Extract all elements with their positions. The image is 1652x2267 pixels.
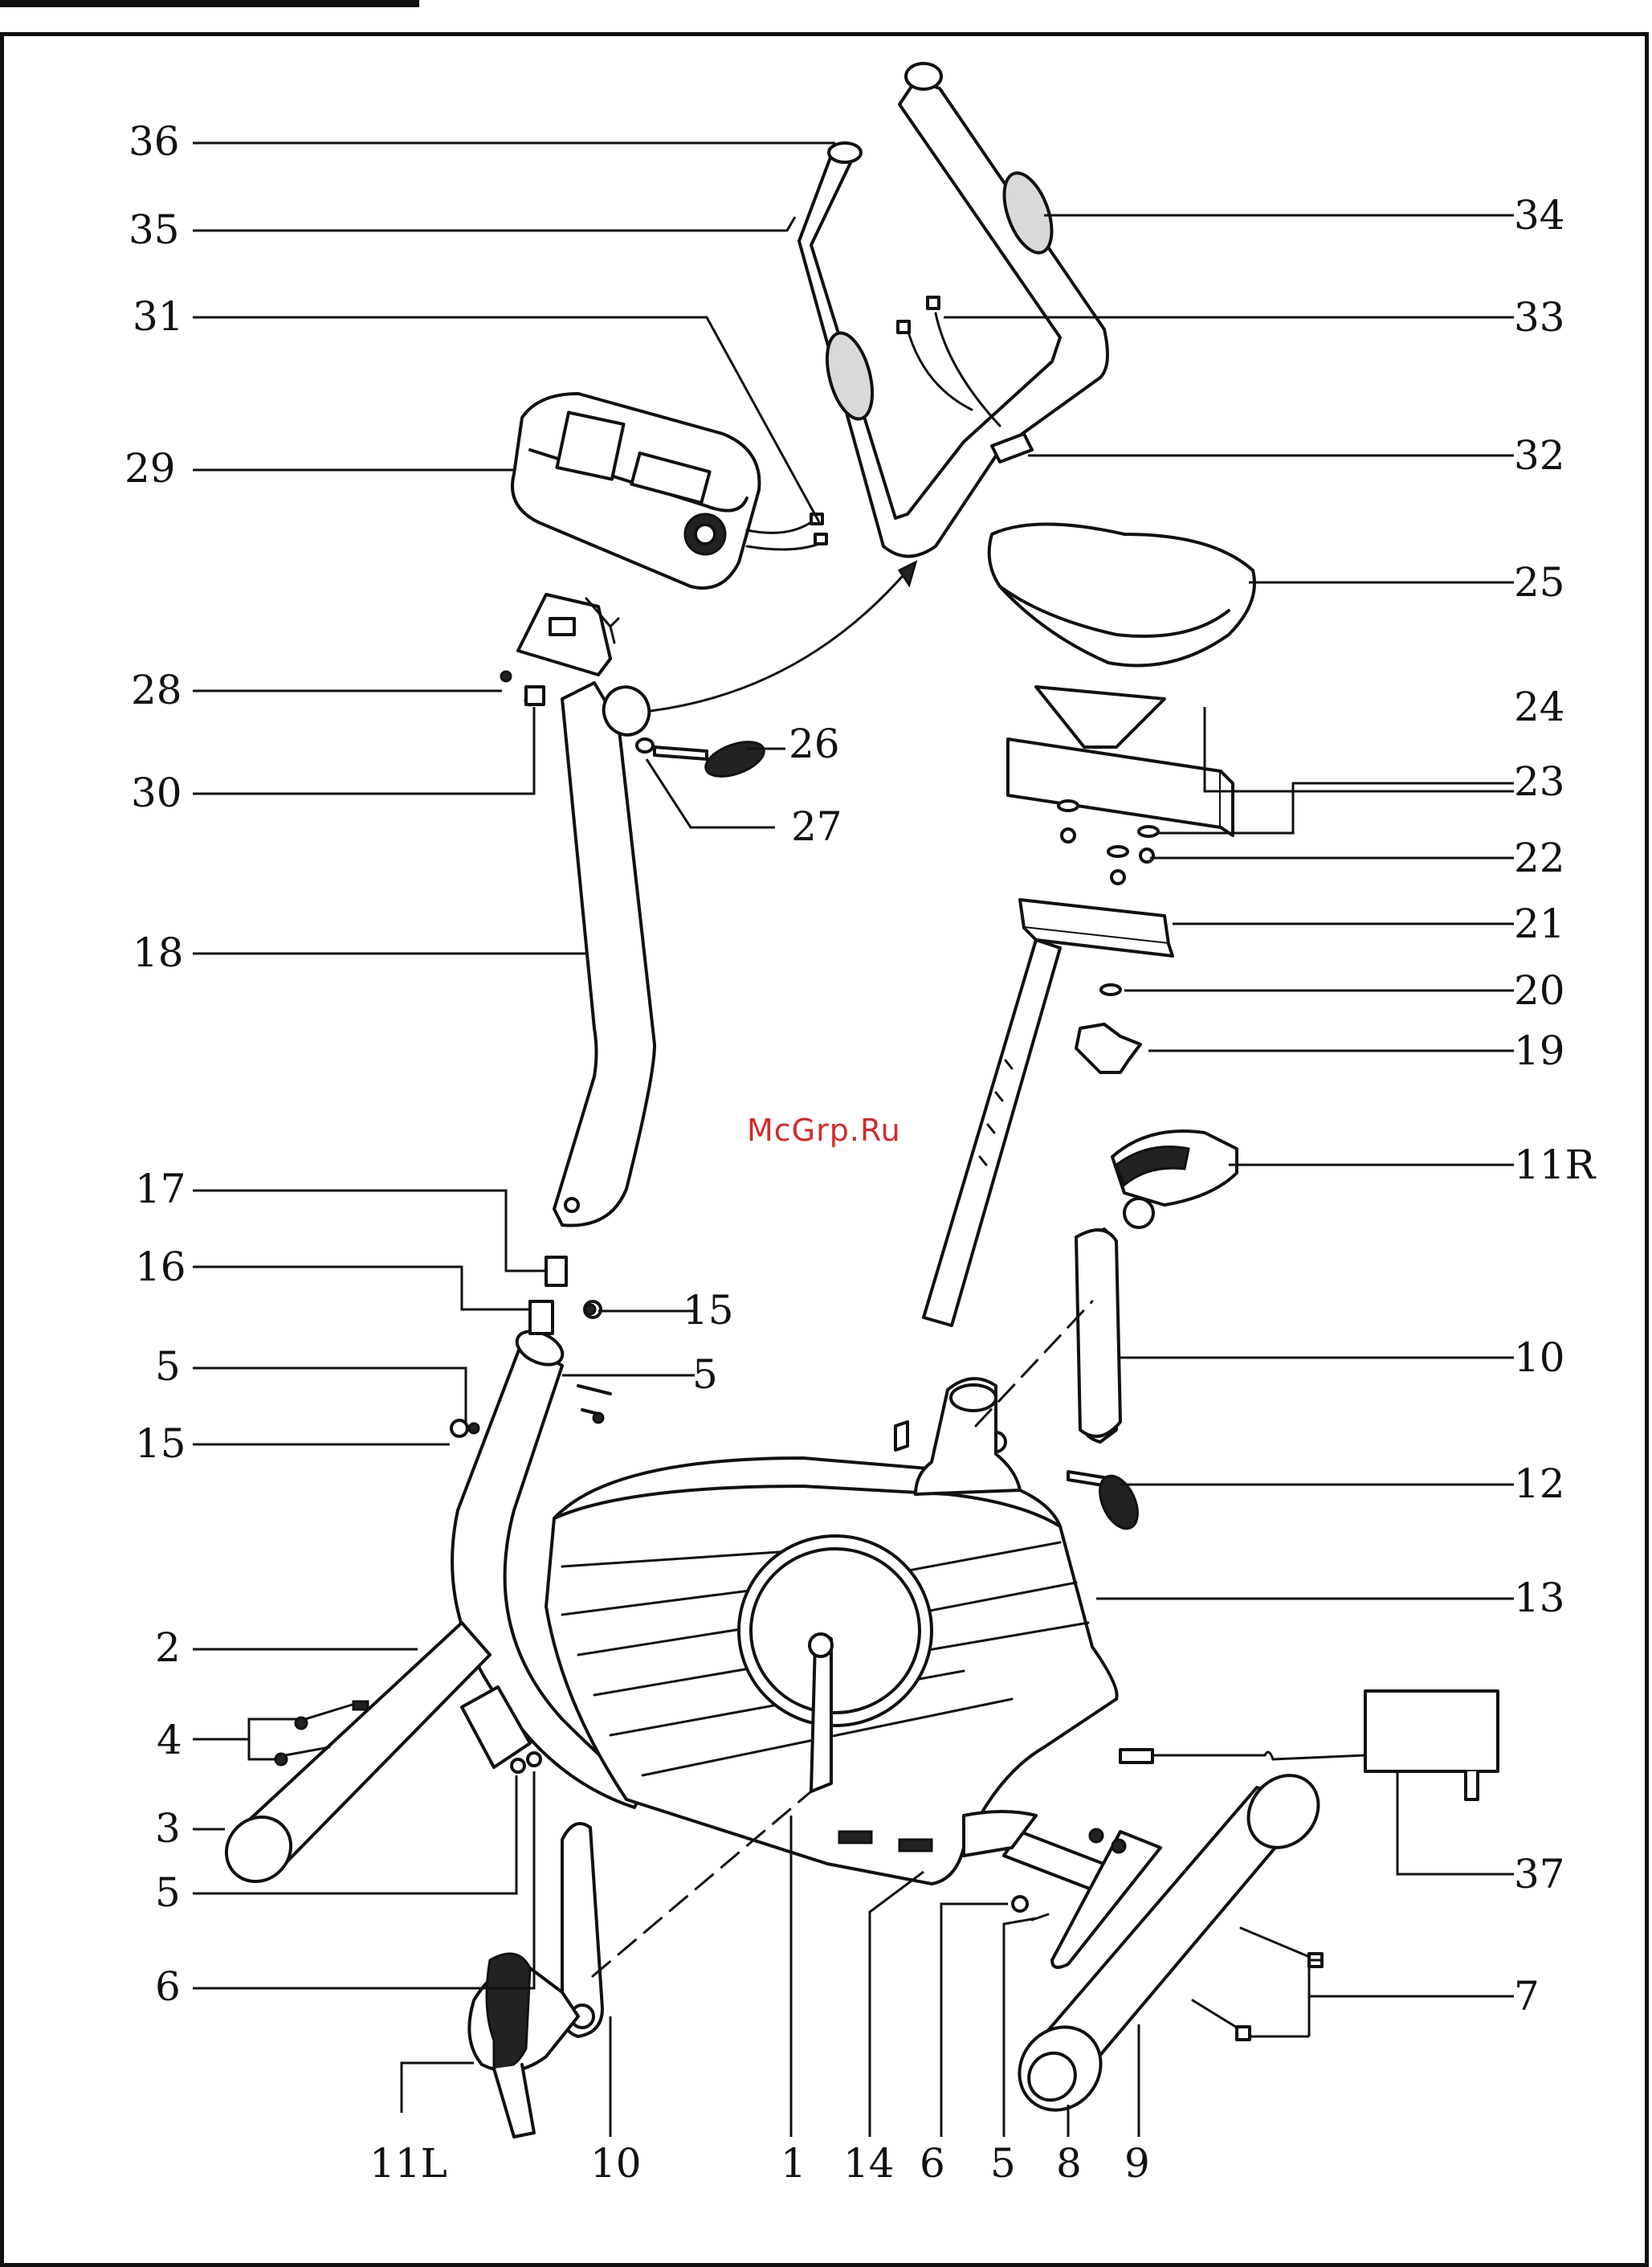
- callout-28: 28: [131, 667, 182, 713]
- callout-35: 35: [128, 206, 180, 253]
- handlebar-part: [799, 63, 1107, 557]
- callout-20: 20: [1514, 967, 1565, 1014]
- callout-27: 27: [791, 803, 842, 850]
- left-crank-part: [469, 1824, 602, 2137]
- assembly-arrow: [651, 570, 908, 711]
- callout-37: 37: [1514, 1851, 1565, 1897]
- watermark-text: McGrp.Ru: [747, 1113, 901, 1148]
- console-bracket-part: [501, 594, 618, 705]
- callout-17: 17: [135, 1166, 186, 1212]
- callout-33: 33: [1514, 294, 1565, 341]
- callout-34: 34: [1514, 192, 1565, 239]
- seat-rail-part: [1008, 687, 1233, 884]
- callout-30: 30: [131, 770, 182, 816]
- right-pedal-part: [1076, 1131, 1237, 1442]
- callout-11l: 11L: [369, 2140, 447, 2187]
- callout-25: 25: [1514, 559, 1565, 606]
- callout-6-bottom: 6: [920, 2140, 945, 2187]
- callout-36: 36: [128, 118, 180, 165]
- callout-12: 12: [1514, 1460, 1565, 1507]
- callout-5-lower-left: 5: [155, 1869, 181, 1916]
- arrow-head: [899, 562, 916, 585]
- callout-15-left: 15: [135, 1420, 186, 1467]
- callout-23: 23: [1514, 758, 1565, 805]
- rear-stabilizer-part: [1003, 1762, 1333, 2127]
- callout-16: 16: [135, 1244, 186, 1290]
- callout-31: 31: [133, 293, 184, 340]
- callout-6-left: 6: [155, 1963, 181, 2010]
- callout-22: 22: [1514, 835, 1565, 881]
- callout-14: 14: [843, 2140, 895, 2187]
- callout-10-bottom: 10: [590, 2140, 642, 2187]
- callout-4: 4: [157, 1717, 182, 1763]
- callout-10-right: 10: [1514, 1334, 1565, 1381]
- callout-13: 13: [1514, 1575, 1565, 1621]
- callout-15-right: 15: [683, 1287, 734, 1334]
- callout-2: 2: [155, 1624, 181, 1671]
- seat-part: [989, 525, 1254, 666]
- callout-5-upper-left: 5: [155, 1343, 181, 1390]
- console-part: [512, 394, 826, 588]
- callout-3: 3: [155, 1805, 181, 1852]
- callout-21: 21: [1514, 901, 1565, 947]
- callout-19: 19: [1514, 1027, 1565, 1074]
- callout-9: 9: [1124, 2140, 1150, 2187]
- callout-29: 29: [124, 445, 176, 492]
- callout-5-bottom: 5: [990, 2140, 1016, 2187]
- callout-5-right: 5: [692, 1351, 718, 1398]
- stem-tube-part: [546, 680, 656, 1285]
- seat-post-part: [924, 900, 1173, 1325]
- callout-7: 7: [1514, 1973, 1540, 2020]
- callout-8: 8: [1056, 2140, 1082, 2187]
- callout-26: 26: [789, 721, 840, 767]
- callout-11r: 11R: [1514, 1142, 1597, 1188]
- callout-32: 32: [1514, 432, 1565, 479]
- callout-1: 1: [781, 2140, 806, 2187]
- callout-24: 24: [1514, 684, 1565, 730]
- callout-18: 18: [133, 929, 184, 976]
